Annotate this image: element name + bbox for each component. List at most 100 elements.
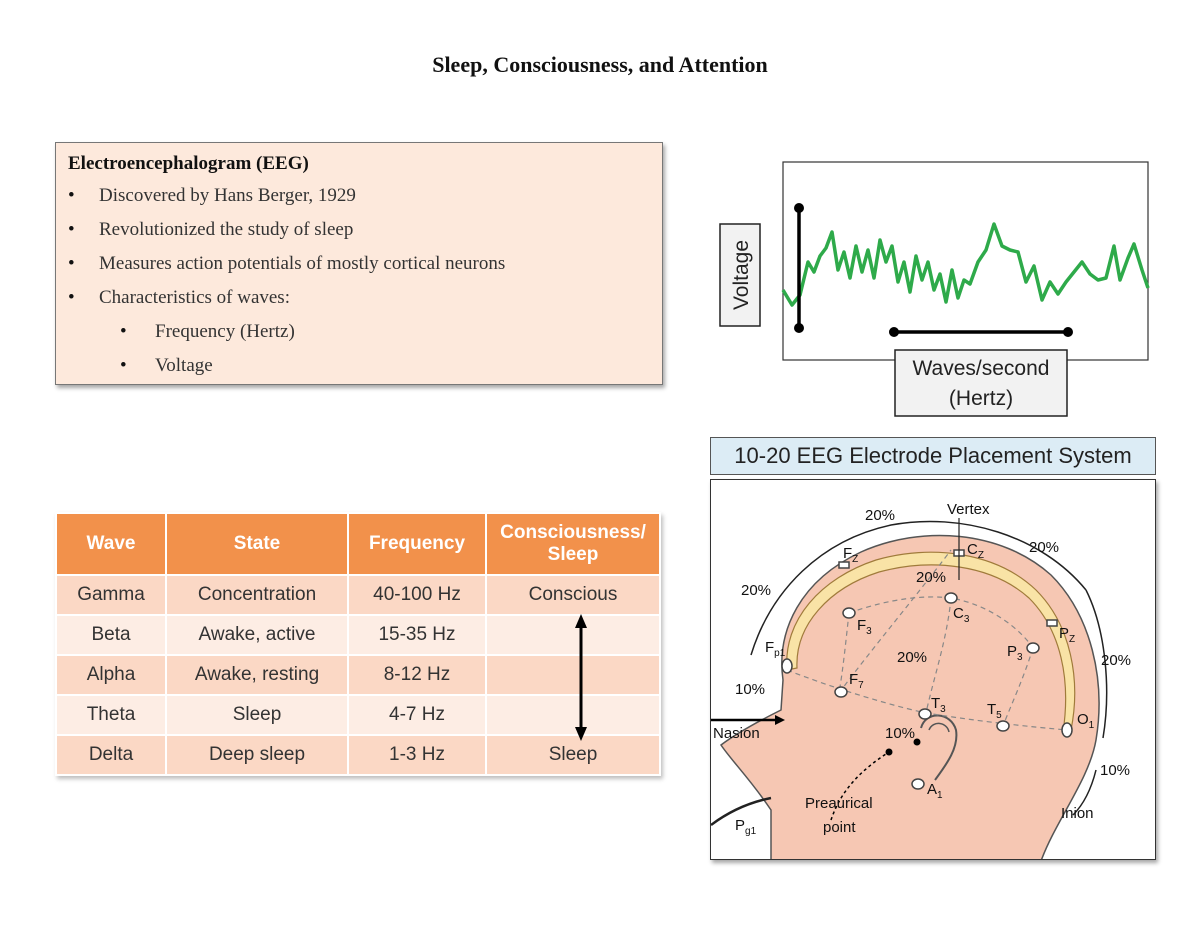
cell-frequency: 1-3 Hz: [349, 736, 485, 774]
cell-wave: Alpha: [57, 656, 165, 694]
electrode-label-pz: PZ: [1059, 625, 1075, 645]
header-consciousness: Consciousness/: [500, 522, 646, 543]
cell-frequency: 40-100 Hz: [349, 576, 485, 614]
preauricular-label-line2: point: [823, 819, 856, 836]
electrode-label-t5: T5: [987, 701, 1002, 721]
vertex-label: Vertex: [947, 501, 990, 518]
frequency-bar-end-dot: [889, 327, 899, 337]
cell-frequency: 4-7 Hz: [349, 696, 485, 734]
electrode-c3: [944, 592, 958, 604]
pct-label: 20%: [741, 582, 771, 599]
electrode-fp1: [781, 658, 793, 674]
hertz-label-box: [894, 349, 1068, 417]
head-electrode-diagram: Vertex 20% 20% 20% 20% 20% 20% 10% 10% 1…: [711, 501, 1131, 859]
hertz-label-line2: (Hertz): [949, 387, 1013, 410]
head-silhouette: [719, 534, 1100, 859]
electrode-label-a1: A1: [927, 781, 943, 801]
pct-label: 20%: [897, 649, 927, 666]
cell-wave: Beta: [57, 616, 165, 654]
bullet-item: Revolutionized the study of sleep: [68, 213, 650, 247]
hertz-label-line1: Waves/second: [913, 357, 1050, 380]
sub-bullet-item: Frequency (Hertz): [68, 315, 650, 349]
bullet-item: Discovered by Hans Berger, 1929: [68, 179, 650, 213]
table-header-row: Wave State Frequency Consciousness/Sleep: [57, 514, 659, 574]
header-state: State: [167, 514, 347, 574]
table-row: Theta Sleep 4-7 Hz: [57, 696, 659, 734]
cell-wave: Delta: [57, 736, 165, 774]
table-row: Beta Awake, active 15-35 Hz: [57, 616, 659, 654]
electrode-markers: [781, 549, 1073, 790]
header-consciousness-sleep: Consciousness/Sleep: [487, 514, 659, 574]
electrode-label-p3: P3: [1007, 643, 1023, 663]
sub-bullet-item: Voltage: [68, 349, 650, 383]
electrode-t3: [918, 708, 932, 720]
cell-consciousness: [487, 656, 659, 694]
pct-label: 10%: [885, 725, 915, 742]
electrode-o1: [1061, 722, 1073, 738]
eeg-heading: Electroencephalogram (EEG): [68, 153, 309, 174]
cell-state: Sleep: [167, 696, 347, 734]
electrode-label-fz: FZ: [843, 545, 858, 565]
brain-wave-table: Wave State Frequency Consciousness/Sleep…: [55, 512, 661, 776]
pct-label: 20%: [916, 569, 946, 586]
pct-label: 10%: [1100, 762, 1130, 779]
bullet-item: Characteristics of waves:: [68, 281, 650, 315]
header-wave: Wave: [57, 514, 165, 574]
cell-consciousness: Sleep: [487, 736, 659, 774]
cell-state: Deep sleep: [167, 736, 347, 774]
wave-plot-frame: [782, 161, 1149, 361]
preauricular-dot: [885, 748, 893, 756]
eeg-info-box: Electroencephalogram (EEG) Discovered by…: [55, 142, 663, 385]
cell-consciousness: [487, 616, 659, 654]
preauricular-pointer: [830, 751, 890, 821]
electrode-f3: [842, 607, 856, 619]
header-sleep: Sleep: [547, 544, 599, 565]
electrode-diagram-box: Vertex 20% 20% 20% 20% 20% 20% 10% 10% 1…: [710, 479, 1156, 860]
bullet-item: Measures action potentials of mostly cor…: [68, 247, 650, 281]
preauricular-dot: [913, 738, 921, 746]
electrode-label-o1: O1: [1077, 711, 1095, 731]
nasion-arrowhead: [775, 715, 785, 725]
header-frequency: Frequency: [349, 514, 485, 574]
pct-label: 20%: [1029, 539, 1059, 556]
cell-state: Awake, resting: [167, 656, 347, 694]
electrode-label-pg1: Pg1: [735, 817, 757, 837]
inion-label: Inion: [1061, 805, 1094, 822]
pct-label: 20%: [1101, 652, 1131, 669]
voltage-bar-end-dot: [794, 323, 804, 333]
electrode-label-cz: CZ: [967, 541, 984, 561]
electrode-label-fp1: Fp1: [765, 639, 786, 659]
electrode-label-f3: F3: [857, 617, 872, 637]
cell-wave: Theta: [57, 696, 165, 734]
electrode-a1: [911, 778, 925, 790]
cell-state: Awake, active: [167, 616, 347, 654]
electrode-label-f7: F7: [849, 671, 864, 691]
cell-wave: Gamma: [57, 576, 165, 614]
electrode-labels: FZ CZ PZ Fp1 F3 C3 P3 F7 T3 T5 O1 A1 Pg1: [735, 541, 1095, 837]
electrode-pz: [1046, 619, 1058, 627]
cell-frequency: 8-12 Hz: [349, 656, 485, 694]
table-row: Gamma Concentration 40-100 Hz Conscious: [57, 576, 659, 614]
electrode-f7: [834, 686, 848, 698]
jaw-line: [711, 796, 772, 827]
electrode-t5: [996, 720, 1010, 732]
table-row: Alpha Awake, resting 8-12 Hz: [57, 656, 659, 694]
voltage-label: Voltage: [730, 240, 753, 310]
voltage-label-box: [719, 223, 761, 327]
electrode-label-t3: T3: [931, 695, 946, 715]
pct-label: 10%: [735, 681, 765, 698]
placement-title: 10-20 EEG Electrode Placement System: [710, 437, 1156, 475]
cell-frequency: 15-35 Hz: [349, 616, 485, 654]
electrode-label-c3: C3: [953, 605, 970, 625]
page-title: Sleep, Consciousness, and Attention: [432, 52, 768, 77]
electrode-p3: [1026, 642, 1040, 654]
cell-consciousness: Conscious: [487, 576, 659, 614]
nasion-label: Nasion: [713, 725, 760, 742]
electrode-fz: [838, 561, 850, 569]
cell-consciousness: [487, 696, 659, 734]
eeg-bullet-list: Discovered by Hans Berger, 1929 Revoluti…: [68, 179, 650, 383]
frequency-bar-end-dot: [1063, 327, 1073, 337]
preauricular-label-line1: Preaurical: [805, 795, 873, 812]
ear-inner: [928, 722, 950, 733]
voltage-bar-end-dot: [794, 203, 804, 213]
